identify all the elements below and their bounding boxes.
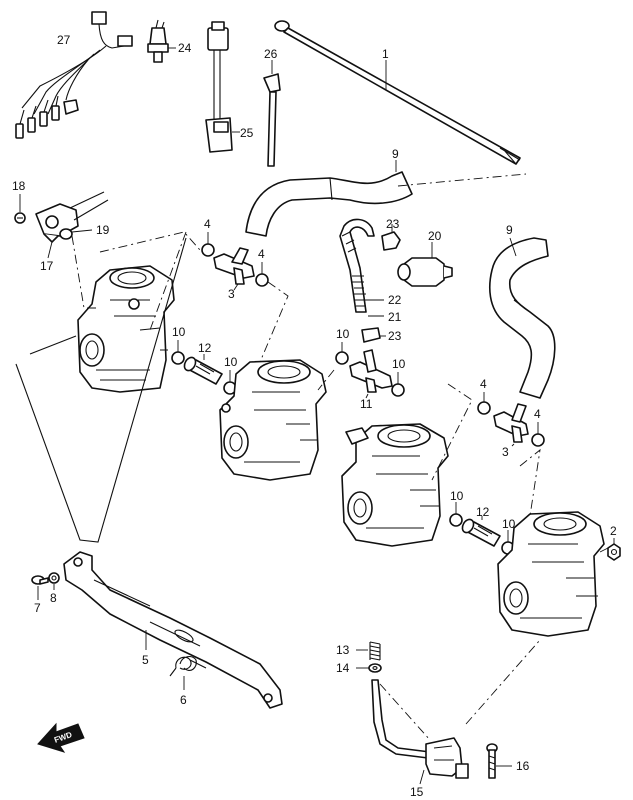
label-4-a: 4 <box>204 217 211 231</box>
o-ring-10-a[interactable] <box>171 340 185 365</box>
label-10-b: 10 <box>224 355 238 369</box>
clip-23-lower[interactable] <box>361 327 386 343</box>
label-2: 2 <box>610 524 617 538</box>
part-labels: 27 24 25 26 1 9 9 18 19 17 4 4 3 23 20 2… <box>12 33 617 799</box>
label-8: 8 <box>50 591 57 605</box>
nut-2[interactable] <box>607 538 621 561</box>
label-11: 11 <box>360 397 373 411</box>
rod-1[interactable] <box>274 20 521 165</box>
label-4-b: 4 <box>258 247 265 261</box>
vent-pipe-21[interactable] <box>339 218 384 317</box>
label-25: 25 <box>240 126 254 140</box>
o-ring-10-d[interactable] <box>391 372 405 397</box>
washer-8[interactable] <box>48 572 60 590</box>
label-15: 15 <box>410 785 424 799</box>
o-ring-19[interactable] <box>59 228 93 240</box>
o-ring-10-c[interactable] <box>335 342 349 365</box>
spring-13[interactable] <box>356 641 381 661</box>
o-ring-4-c[interactable] <box>477 392 491 415</box>
bracket-5[interactable] <box>63 551 283 709</box>
joint-pipe-12-left[interactable] <box>182 354 223 385</box>
hose-9-upper[interactable] <box>245 160 413 237</box>
spring-6[interactable] <box>169 655 207 690</box>
sensor-24[interactable] <box>147 19 176 63</box>
label-12-right: 12 <box>476 505 490 519</box>
tee-fitting-3-right[interactable] <box>493 403 529 447</box>
o-ring-4-a[interactable] <box>201 232 215 257</box>
label-3-right: 3 <box>502 445 509 459</box>
washer-14[interactable] <box>356 663 382 673</box>
tee-fitting-3-left[interactable] <box>213 247 255 291</box>
throttle-sensor-17[interactable] <box>35 191 109 259</box>
label-10-c: 10 <box>336 327 350 341</box>
label-18: 18 <box>12 179 26 193</box>
screw-7[interactable] <box>31 575 49 600</box>
carburetor-body-2[interactable] <box>219 359 327 481</box>
label-10-e: 10 <box>450 489 464 503</box>
label-14: 14 <box>336 661 350 675</box>
label-9-right: 9 <box>506 223 513 237</box>
label-23-upper: 23 <box>386 217 400 231</box>
label-16: 16 <box>516 759 530 773</box>
label-7: 7 <box>34 601 41 615</box>
label-4-d: 4 <box>534 407 541 421</box>
label-10-a: 10 <box>172 325 186 339</box>
label-17: 17 <box>40 259 54 273</box>
o-ring-4-b[interactable] <box>255 262 269 287</box>
wiring-harness-27[interactable] <box>15 11 133 139</box>
label-12-left: 12 <box>198 341 212 355</box>
hose-9-right[interactable] <box>489 237 556 399</box>
bolt-16[interactable] <box>486 743 512 779</box>
carburetor-body-3[interactable] <box>341 423 449 547</box>
screw-18[interactable] <box>14 194 26 224</box>
label-10-d: 10 <box>392 357 406 371</box>
clamp-band-26[interactable] <box>263 60 281 167</box>
joint-pipe-12-right[interactable] <box>460 516 501 547</box>
label-9-upper: 9 <box>392 147 399 161</box>
label-10-f: 10 <box>502 517 516 531</box>
label-1: 1 <box>382 47 389 61</box>
label-26: 26 <box>264 47 278 61</box>
label-22: 22 <box>388 293 402 307</box>
label-6: 6 <box>180 693 187 707</box>
throttle-link-15[interactable] <box>371 679 469 785</box>
carburetor-body-4[interactable] <box>497 511 605 637</box>
label-19: 19 <box>96 223 110 237</box>
valve-20[interactable] <box>397 242 453 287</box>
assembly-lines <box>15 173 609 741</box>
o-ring-10-e[interactable] <box>449 502 463 527</box>
label-4-c: 4 <box>480 377 487 391</box>
label-24: 24 <box>178 41 192 55</box>
fwd-arrow-icon: FWD <box>37 722 85 753</box>
connector-25[interactable] <box>205 21 240 153</box>
clip-23-upper[interactable] <box>381 224 401 251</box>
label-21: 21 <box>388 310 402 324</box>
label-5: 5 <box>142 653 149 667</box>
label-27: 27 <box>57 33 71 47</box>
label-3-left: 3 <box>228 287 235 301</box>
o-ring-4-d[interactable] <box>531 422 545 447</box>
tee-fitting-11[interactable] <box>349 349 393 399</box>
label-13: 13 <box>336 643 350 657</box>
label-23-lower: 23 <box>388 329 402 343</box>
label-20: 20 <box>428 229 442 243</box>
